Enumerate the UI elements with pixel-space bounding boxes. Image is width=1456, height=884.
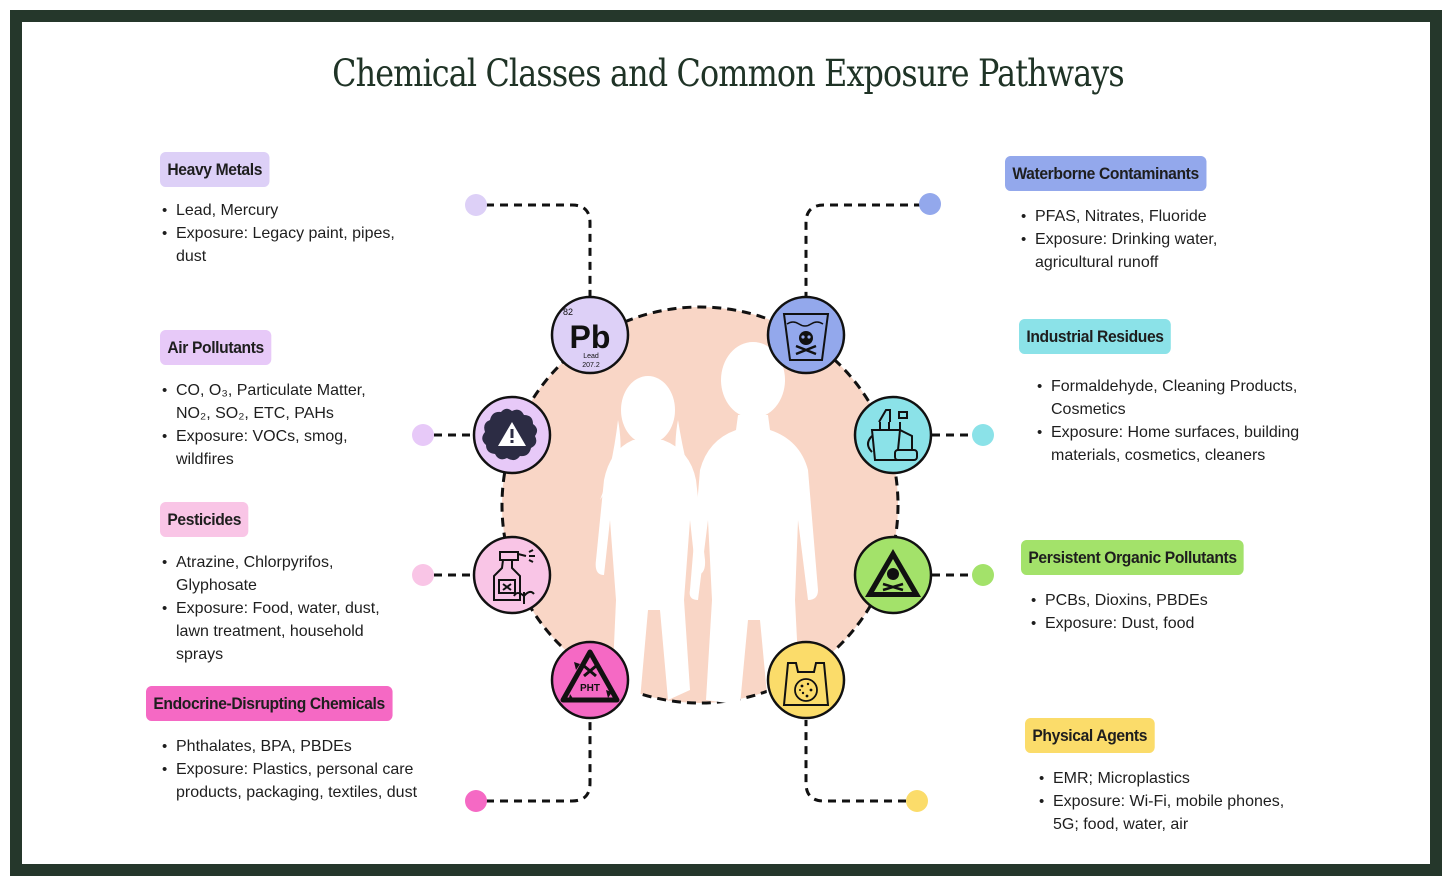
lead-atomic-number: 82 bbox=[563, 307, 573, 317]
category-bullet: Exposure: VOCs, smog, wildfires bbox=[160, 425, 375, 471]
category-waterborne: Waterborne Contaminants PFAS, Nitrates, … bbox=[1005, 156, 1285, 274]
endpoint-dot-air-pollutants bbox=[412, 424, 434, 446]
endpoint-dot-industrial bbox=[972, 424, 994, 446]
category-title: Industrial Residues bbox=[1019, 319, 1172, 354]
category-bullet: Exposure: Dust, food bbox=[1029, 612, 1301, 635]
category-heavy-metals: Heavy Metals Lead, Mercury Exposure: Leg… bbox=[160, 152, 430, 268]
category-title: Heavy Metals bbox=[160, 152, 270, 187]
endpoint-dot-heavy-metals bbox=[465, 194, 487, 216]
category-title: Waterborne Contaminants bbox=[1005, 156, 1207, 191]
category-air-pollutants: Air Pollutants CO, O₃, Particulate Matte… bbox=[160, 330, 410, 471]
orbit-ring bbox=[500, 305, 900, 705]
category-title: Air Pollutants bbox=[160, 330, 272, 365]
hazard-triangle-icon bbox=[853, 535, 933, 615]
endpoint-dot-physical bbox=[906, 790, 928, 812]
microplastic-bag-icon bbox=[766, 640, 846, 720]
cleaning-products-icon bbox=[853, 395, 933, 475]
category-bullet: Formaldehyde, Cleaning Products, Cosmeti… bbox=[1035, 375, 1325, 421]
lead-mass: 207.2 bbox=[582, 362, 600, 369]
spray-bottle-icon bbox=[472, 535, 552, 615]
endpoint-dot-persistent bbox=[972, 564, 994, 586]
category-pesticides: Pesticides Atrazine, Chlorpyrifos, Glyph… bbox=[160, 502, 420, 666]
category-endocrine: Endocrine-Disrupting Chemicals Phthalate… bbox=[146, 686, 446, 804]
category-industrial: Industrial Residues Formaldehyde, Cleani… bbox=[1019, 319, 1339, 467]
category-bullet: Phthalates, BPA, PBDEs bbox=[160, 735, 446, 758]
category-physical: Physical Agents EMR; Microplastics Expos… bbox=[1025, 718, 1325, 836]
endpoint-dot-waterborne bbox=[919, 193, 941, 215]
lead-element-icon: 82 Pb Lead 207.2 bbox=[550, 295, 630, 375]
category-persistent: Persistent Organic Pollutants PCBs, Diox… bbox=[1021, 540, 1301, 635]
people-silhouette bbox=[595, 342, 818, 705]
category-title: Endocrine-Disrupting Chemicals bbox=[146, 686, 393, 721]
endpoint-dot-endocrine bbox=[465, 790, 487, 812]
frame-border bbox=[10, 10, 1442, 876]
lead-name: Lead bbox=[583, 353, 599, 360]
category-bullet: Exposure: Legacy paint, pipes, dust bbox=[160, 222, 420, 268]
category-bullet: Exposure: Home surfaces, building materi… bbox=[1035, 421, 1325, 467]
toxic-water-icon bbox=[766, 295, 846, 375]
endpoint-dot-pesticides bbox=[412, 564, 434, 586]
page-title: Chemical Classes and Common Exposure Pat… bbox=[332, 52, 1125, 95]
category-bullet: Exposure: Food, water, dust, lawn treatm… bbox=[160, 597, 410, 666]
category-bullet: CO, O₃, Particulate Matter, NO₂, SO₂, ET… bbox=[160, 379, 395, 425]
category-bullet: Atrazine, Chlorpyrifos, Glyphosate bbox=[160, 551, 365, 597]
recycle-pht-icon: PHT bbox=[550, 640, 630, 720]
category-title: Pesticides bbox=[160, 502, 249, 537]
lead-symbol: Pb bbox=[570, 319, 611, 355]
category-bullet: Exposure: Drinking water, agricultural r… bbox=[1019, 228, 1239, 274]
category-bullet: Exposure: Wi-Fi, mobile phones, 5G; food… bbox=[1037, 790, 1307, 836]
category-title: Persistent Organic Pollutants bbox=[1021, 540, 1245, 575]
category-bullet: EMR; Microplastics bbox=[1037, 767, 1325, 790]
category-title: Physical Agents bbox=[1025, 718, 1155, 753]
category-bullet: Exposure: Plastics, personal care produc… bbox=[160, 758, 432, 804]
connector-lines bbox=[434, 203, 972, 803]
category-bullet: PFAS, Nitrates, Fluoride bbox=[1019, 205, 1285, 228]
category-bullet: Lead, Mercury bbox=[160, 199, 430, 222]
category-bullet: PCBs, Dioxins, PBDEs bbox=[1029, 589, 1301, 612]
smog-warning-icon bbox=[472, 395, 552, 475]
pht-label: PHT bbox=[580, 683, 600, 694]
